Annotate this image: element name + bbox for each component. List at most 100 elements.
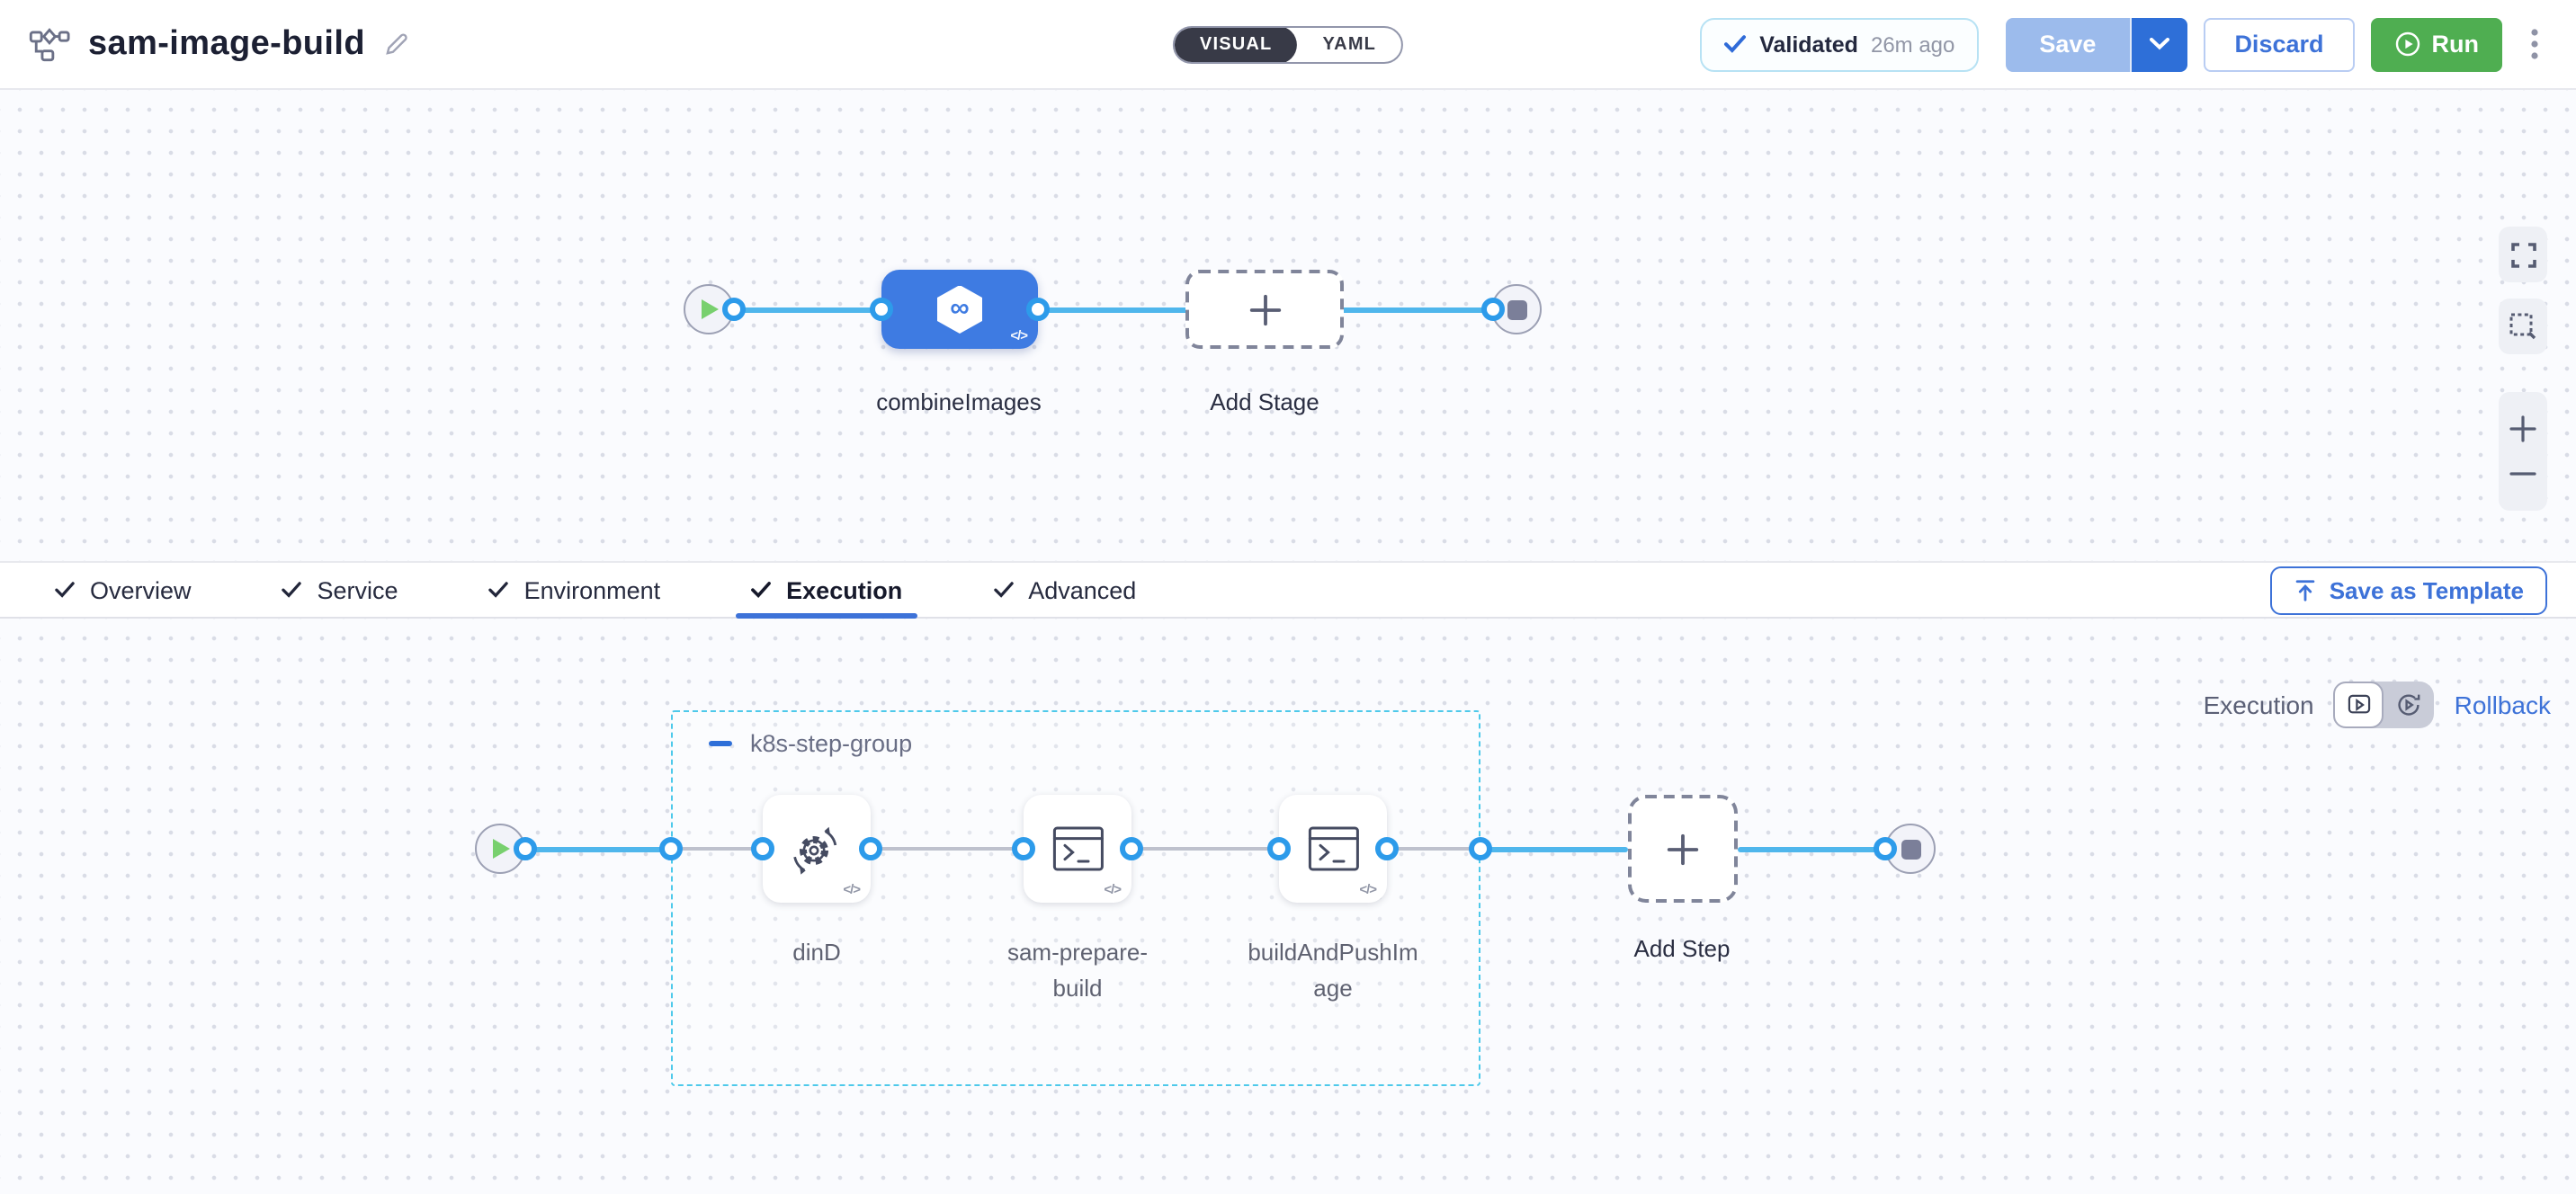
- tab-advanced[interactable]: Advanced: [992, 563, 1136, 617]
- tab-service[interactable]: Service: [282, 563, 398, 617]
- port[interactable]: [870, 298, 893, 321]
- stage-label: combineImages: [876, 388, 1042, 415]
- collapse-group-icon[interactable]: [709, 740, 732, 747]
- step-group-name: k8s-step-group: [750, 730, 913, 757]
- check-icon: [751, 582, 772, 599]
- execution-rollback-switch: Execution Rollback: [2204, 682, 2551, 728]
- connector-line-dashed: [671, 847, 763, 851]
- phase-toggle: [2333, 682, 2435, 728]
- check-icon: [993, 582, 1013, 598]
- plus-icon: [1248, 293, 1281, 325]
- chevron-down-icon: [2150, 38, 2170, 50]
- visual-yaml-toggle: VISUAL YAML: [1172, 25, 1404, 63]
- page-title: sam-image-build: [88, 24, 365, 62]
- marquee-select-button[interactable]: [2499, 298, 2547, 354]
- code-icon: </>: [1010, 327, 1028, 343]
- step-label: sam-prepare-build: [1006, 939, 1149, 1002]
- rollback-phase-button[interactable]: [2384, 682, 2435, 728]
- port[interactable]: [751, 837, 774, 860]
- edit-pencil-icon[interactable]: [383, 31, 410, 58]
- port[interactable]: [859, 837, 882, 860]
- add-stage-label: Add Stage: [1210, 388, 1319, 415]
- save-options-button[interactable]: [2130, 17, 2188, 71]
- pipeline-icon: [29, 28, 70, 62]
- connector-line: [1738, 846, 1885, 851]
- step-node-sam-prepare-build[interactable]: </>: [1024, 795, 1131, 903]
- execution-phase-button[interactable]: [2333, 682, 2384, 728]
- toggle-yaml[interactable]: YAML: [1322, 34, 1377, 54]
- code-icon: </>: [1359, 881, 1377, 897]
- add-step-label: Add Step: [1633, 935, 1731, 962]
- check-icon: [1724, 35, 1747, 53]
- terminal-icon: [1307, 826, 1358, 871]
- connector-line-dashed: [1387, 847, 1480, 851]
- stop-icon: [1507, 299, 1526, 319]
- port[interactable]: [1481, 298, 1505, 321]
- execution-phase-icon: [2348, 694, 2370, 714]
- rollback-link[interactable]: Rollback: [2454, 691, 2551, 719]
- port[interactable]: [1375, 837, 1399, 860]
- toggle-visual[interactable]: VISUAL: [1174, 27, 1298, 61]
- port[interactable]: [1012, 837, 1035, 860]
- validated-time: 26m ago: [1870, 31, 1955, 57]
- connector-line-dashed: [1131, 847, 1279, 851]
- save-button[interactable]: Save: [2005, 17, 2131, 71]
- port[interactable]: [1469, 837, 1492, 860]
- run-label: Run: [2431, 31, 2480, 58]
- step-label: buildAndPushImage: [1248, 939, 1418, 1002]
- save-as-template-button[interactable]: Save as Template: [2269, 566, 2547, 614]
- port[interactable]: [1026, 298, 1050, 321]
- marquee-select-icon: [2509, 313, 2536, 340]
- tab-execution[interactable]: Execution: [736, 563, 917, 619]
- step-node-dind[interactable]: </>: [763, 795, 871, 903]
- validated-badge[interactable]: Validated 26m ago: [1700, 17, 1979, 71]
- port[interactable]: [722, 298, 746, 321]
- plus-icon: [1667, 833, 1699, 865]
- tab-environment[interactable]: Environment: [488, 563, 661, 617]
- header: sam-image-build VISUAL YAML Validated 26…: [0, 0, 2576, 90]
- port[interactable]: [1120, 837, 1143, 860]
- save-as-template-label: Save as Template: [2329, 576, 2524, 603]
- stage-connector-line: [734, 307, 1493, 312]
- save-split-button: Save: [2005, 17, 2188, 71]
- code-icon: </>: [1104, 881, 1122, 897]
- stage-type-icon: ∞: [937, 285, 982, 334]
- discard-button[interactable]: Discard: [2204, 17, 2355, 71]
- title-wrap: sam-image-build: [29, 23, 410, 65]
- check-icon: [488, 582, 509, 598]
- tab-label: Service: [317, 576, 398, 603]
- port[interactable]: [1874, 837, 1897, 860]
- add-step-button[interactable]: [1628, 795, 1738, 903]
- execution-canvas[interactable]: Execution Rollback k8: [0, 619, 2576, 1194]
- zoom-in-icon: [2509, 415, 2536, 442]
- zoom-out-button[interactable]: [2499, 451, 2547, 496]
- port[interactable]: [514, 837, 537, 860]
- tab-label: Advanced: [1028, 576, 1137, 603]
- tab-label: Environment: [523, 576, 661, 603]
- run-button[interactable]: Run: [2370, 17, 2502, 71]
- docker-dind-gear-icon: [793, 826, 837, 875]
- play-icon: [492, 839, 509, 859]
- stage-node-combineimages[interactable]: ∞ </>: [881, 270, 1038, 349]
- port[interactable]: [659, 837, 683, 860]
- kebab-icon: [2531, 29, 2538, 59]
- connector-line-dashed: [871, 847, 1024, 851]
- tab-overview[interactable]: Overview: [54, 563, 192, 617]
- add-stage-button[interactable]: [1185, 270, 1344, 349]
- play-icon: [701, 299, 718, 319]
- execution-mode-label: Execution: [2203, 691, 2314, 719]
- more-options-button[interactable]: [2518, 17, 2551, 71]
- stage-canvas[interactable]: ∞ </> combineImages Add Stage: [0, 90, 2576, 561]
- play-circle-icon: [2395, 31, 2419, 57]
- pipeline-end-node[interactable]: [1491, 284, 1542, 334]
- fullscreen-button[interactable]: [2499, 227, 2547, 282]
- step-group-header: k8s-step-group: [709, 730, 912, 757]
- fullscreen-icon: [2510, 242, 2536, 267]
- tab-label: Execution: [786, 576, 903, 603]
- port[interactable]: [1267, 837, 1291, 860]
- connector-line: [525, 846, 671, 851]
- zoom-in-button[interactable]: [2499, 406, 2547, 451]
- code-icon: </>: [843, 881, 861, 897]
- step-node-buildandpushimage[interactable]: </>: [1279, 795, 1387, 903]
- upload-icon: [2295, 579, 2314, 601]
